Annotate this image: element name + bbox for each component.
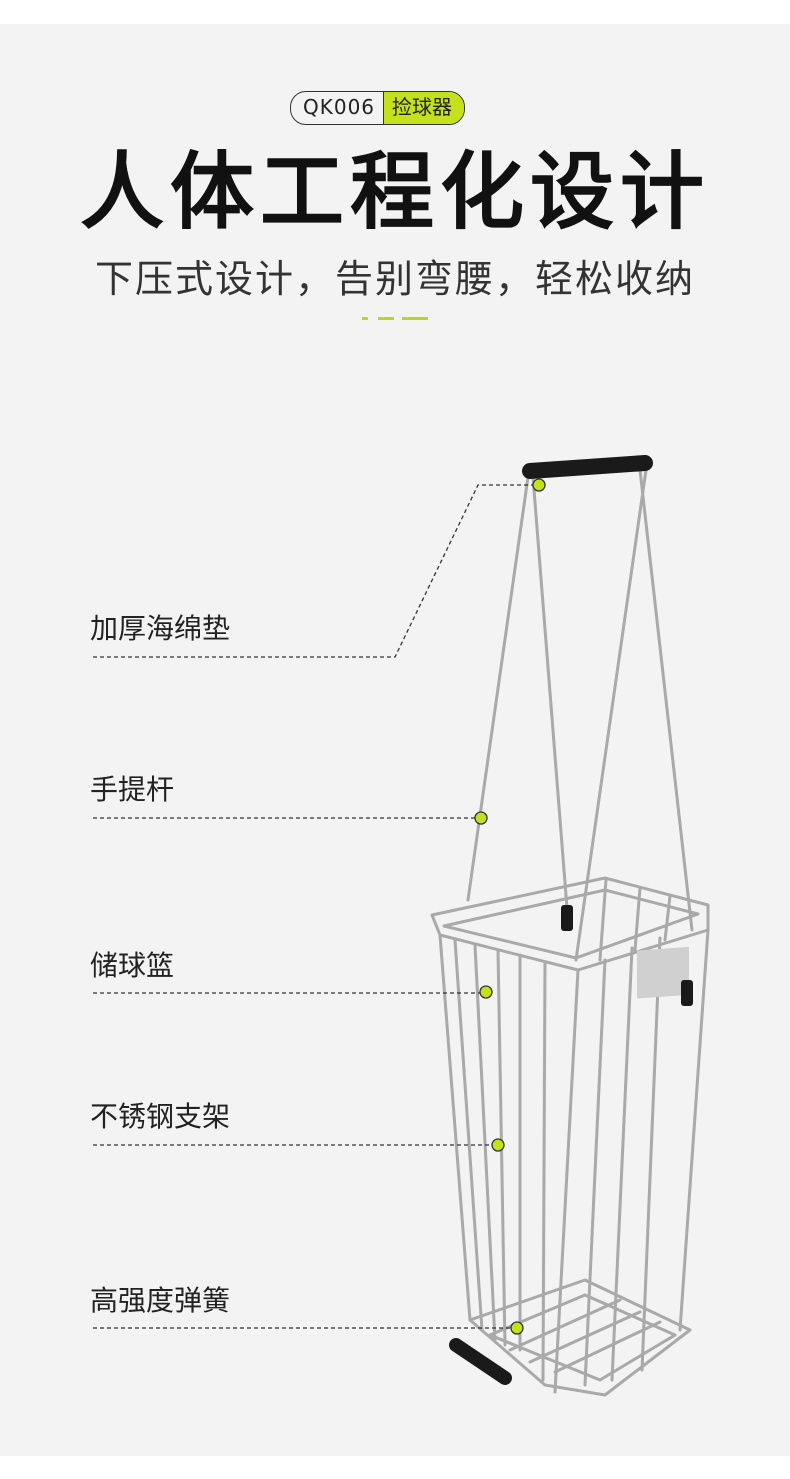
clip xyxy=(681,980,693,1006)
foam-grip xyxy=(522,455,653,479)
label-storage-basket: 储球篮 xyxy=(90,949,175,982)
label-foam-pad: 加厚海绵垫 xyxy=(90,612,231,645)
clip xyxy=(561,905,573,931)
model-name: 捡球器 xyxy=(383,92,465,124)
callout-dot xyxy=(532,478,546,492)
page-subtitle: 下压式设计，告别弯腰，轻松收纳 xyxy=(94,257,695,301)
bottom-grip xyxy=(449,1338,512,1385)
accent-dash xyxy=(402,317,428,320)
leader-line-foam xyxy=(93,484,533,658)
callout-dot xyxy=(491,1138,505,1152)
model-code: QK006 xyxy=(303,95,376,119)
basket-plate xyxy=(637,946,689,999)
content-panel xyxy=(0,24,790,1456)
basket-bottom-frame xyxy=(468,1278,692,1397)
label-steel-frame: 不锈钢支架 xyxy=(90,1100,231,1133)
accent-dash xyxy=(378,317,394,320)
page-title: 人体工程化设计 xyxy=(79,143,710,241)
label-handle-rod: 手提杆 xyxy=(90,773,175,806)
callout-dot xyxy=(510,1321,524,1335)
handle-rod-left xyxy=(466,475,530,902)
callout-dot xyxy=(474,811,488,825)
callout-dot xyxy=(479,985,493,999)
model-badge: QK006 捡球器 xyxy=(290,91,466,125)
accent-dot xyxy=(362,317,368,320)
label-spring: 高强度弹簧 xyxy=(90,1284,231,1317)
